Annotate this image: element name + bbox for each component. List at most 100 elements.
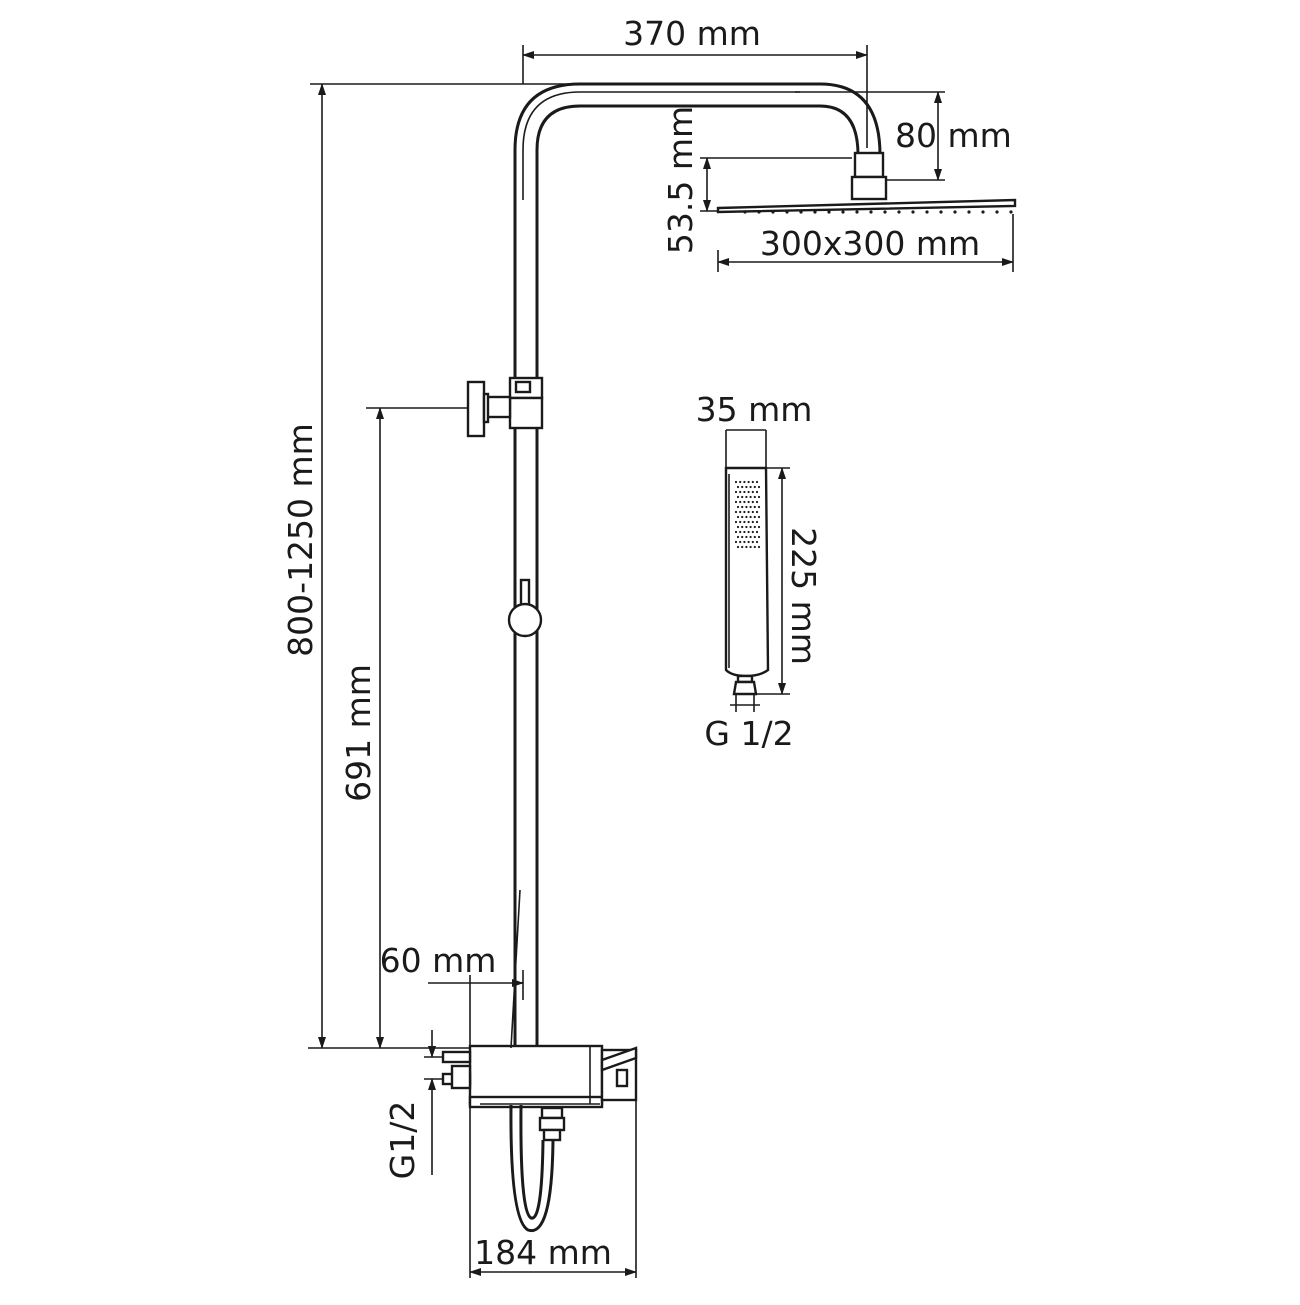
hand-nozzle-dot [734, 530, 738, 534]
hand-nozzle-dot [753, 545, 756, 549]
hand-nozzle-dot [739, 540, 742, 544]
hand-nozzle-dot [747, 530, 750, 534]
hand-nozzle-dot [739, 480, 742, 484]
nozzle-dot [953, 210, 957, 214]
hand-nozzle-dot [755, 510, 759, 514]
hand-nozzle-dot [751, 500, 754, 504]
nozzle-dot [911, 210, 915, 214]
hand-nozzle-dot [743, 490, 746, 494]
dim-top-width-label: 370 mm [623, 14, 761, 53]
dim-holder-height: 691 mm [339, 407, 468, 1049]
arm-joint [850, 151, 888, 201]
shower-hose [509, 889, 566, 1233]
hand-nozzle-dot [743, 520, 746, 524]
hand-nozzle-dot [757, 535, 761, 539]
hand-shower [724, 466, 770, 696]
hand-nozzle-dot [751, 490, 754, 494]
hand-nozzle-dot [749, 495, 752, 499]
hand-nozzle-dot [741, 545, 744, 549]
hand-nozzle-dot [757, 545, 761, 549]
hand-nozzle-dot [736, 545, 740, 549]
nozzle-dot [799, 210, 803, 214]
hand-nozzle-dot [741, 535, 744, 539]
nozzle-dot [841, 210, 845, 214]
dim-top-width: 370 mm [522, 14, 868, 148]
hand-nozzle-dot [753, 535, 756, 539]
hand-nozzle-dot [751, 520, 754, 524]
nozzle-dot [785, 210, 789, 214]
hand-nozzle-dot [757, 525, 761, 529]
nozzle-dot [827, 210, 831, 214]
hand-nozzle-dot [753, 485, 756, 489]
hand-nozzle-dot [749, 505, 752, 509]
hand-nozzle-dot [747, 520, 750, 524]
dim-mixer-width-label: 184 mm [474, 1233, 612, 1272]
dim-inlet-thread-label: G1/2 [383, 1101, 422, 1180]
hand-nozzle-dot [757, 515, 761, 519]
hand-nozzle-dot [739, 500, 742, 504]
hand-nozzle-dot [745, 495, 748, 499]
dim-hand-width: 35 mm [696, 390, 813, 468]
nozzle-dot [939, 210, 943, 214]
hand-nozzle-dot [734, 520, 738, 524]
hand-nozzle-dot [747, 540, 750, 544]
nozzle-dot [1009, 210, 1013, 214]
dim-hand-thread: G 1/2 [704, 694, 794, 753]
hand-nozzle-dot [736, 485, 740, 489]
hand-nozzle-dot [745, 485, 748, 489]
dim-arm-drop: 80 mm [795, 91, 1012, 181]
hand-nozzle-dot [753, 495, 756, 499]
nozzle-dot [897, 210, 901, 214]
hand-nozzle-dot [747, 480, 750, 484]
hand-nozzle-dot [745, 545, 748, 549]
hand-nozzle-dot [749, 545, 752, 549]
hand-nozzle-dot [747, 510, 750, 514]
hand-nozzle-dot [751, 540, 754, 544]
hand-nozzle-dot [749, 525, 752, 529]
nozzle-dot [869, 210, 873, 214]
hand-nozzle-dot [751, 530, 754, 534]
hand-nozzle-dot [734, 540, 738, 544]
hand-nozzle-dot [755, 520, 759, 524]
dim-offset: 60 mm [380, 941, 524, 1046]
dim-arm-drop-label: 80 mm [895, 116, 1012, 155]
hand-nozzle-dot [745, 525, 748, 529]
hand-nozzle-dot [747, 500, 750, 504]
nozzle-dot [771, 210, 775, 214]
hand-nozzle-dot [755, 490, 759, 494]
dim-total-height: 800-1250 mm [281, 83, 580, 1049]
thermostatic-mixer [441, 1044, 638, 1109]
diverter-knob [507, 578, 543, 638]
hand-nozzle-dot [757, 495, 761, 499]
hand-nozzle-dot [755, 480, 759, 484]
nozzle-dot [967, 210, 971, 214]
hand-nozzle-dot [741, 485, 744, 489]
hand-nozzle-dot [757, 485, 761, 489]
hand-nozzle-dot [736, 525, 740, 529]
nozzle-dot [925, 210, 929, 214]
hand-nozzle-dot [755, 530, 759, 534]
dim-hand-thread-label: G 1/2 [704, 714, 793, 753]
hand-nozzle-dot [745, 505, 748, 509]
dim-head-size-label: 300x300 mm [760, 224, 980, 263]
dim-head-height: 53.5 mm [661, 106, 852, 254]
hand-nozzle-dot [741, 495, 744, 499]
hand-nozzle-dot [734, 490, 738, 494]
dim-hand-width-label: 35 mm [696, 390, 813, 429]
dim-offset-label: 60 mm [380, 941, 497, 980]
dim-head-height-label: 53.5 mm [661, 106, 700, 254]
hand-nozzle-dot [741, 525, 744, 529]
nozzle-dot [995, 210, 999, 214]
dim-holder-height-label: 691 mm [339, 664, 378, 802]
nozzle-dot [883, 210, 887, 214]
hand-nozzle-dot [749, 535, 752, 539]
hand-nozzle-dot [749, 515, 752, 519]
hand-nozzle-dot [739, 510, 742, 514]
dim-head-size: 300x300 mm [717, 214, 1014, 272]
hand-nozzle-dot [745, 515, 748, 519]
nozzle-dot [813, 210, 817, 214]
hand-nozzle-dot [743, 540, 746, 544]
hand-nozzle-dot [755, 500, 759, 504]
nozzle-dot [757, 210, 761, 214]
